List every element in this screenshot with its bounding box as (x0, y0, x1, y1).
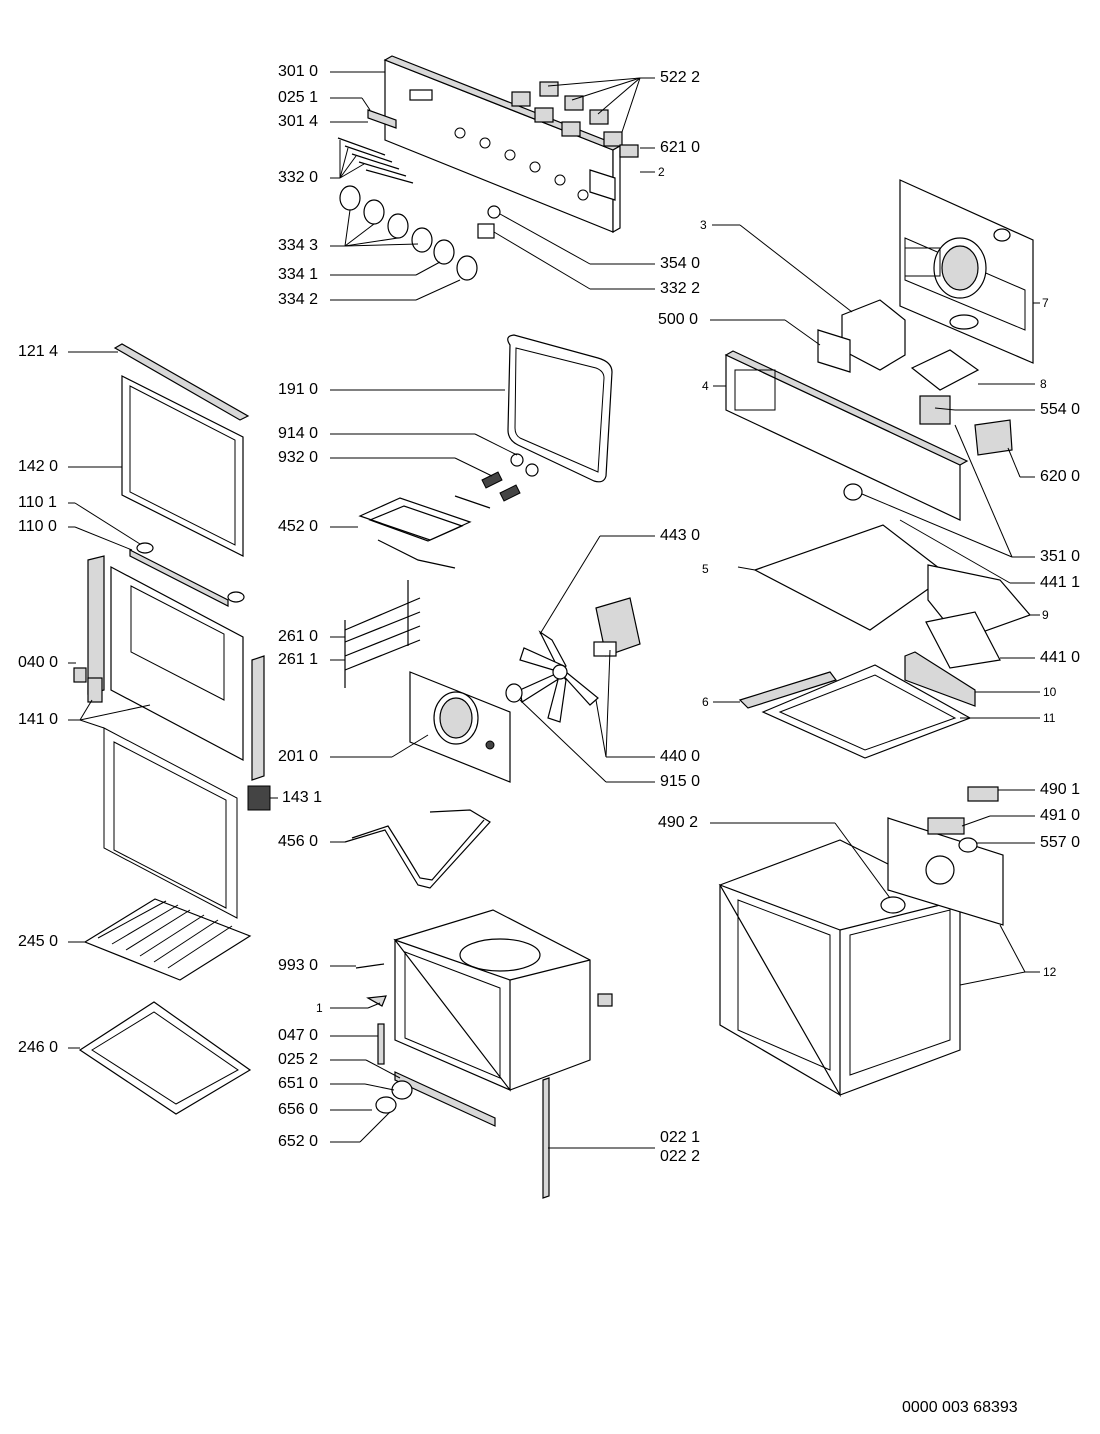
cooling-plates-part (753, 524, 1032, 707)
label-3: 3 (700, 218, 707, 232)
label-191-0: 191 0 (278, 381, 319, 398)
label-500-0: 500 0 (658, 311, 699, 328)
label-441-1: 441 1 (1040, 574, 1081, 591)
label-141-0: 141 0 (18, 711, 59, 728)
control-panel-part (367, 55, 622, 234)
label-261-0: 261 0 (278, 628, 319, 645)
leader-lines (68, 71, 1040, 1149)
door-seal-part (507, 334, 613, 483)
fan-cover-part (409, 671, 511, 783)
label-441-0: 441 0 (1040, 649, 1081, 666)
label-915-0: 915 0 (660, 773, 701, 790)
label-351-0: 351 0 (1040, 548, 1081, 565)
label-047-0: 047 0 (278, 1027, 319, 1044)
label-452-0: 452 0 (278, 518, 319, 535)
wire-shelf-part (83, 898, 252, 981)
label-11: 11 (1043, 711, 1056, 725)
document-id: 0000 003 68393 (902, 1399, 1018, 1416)
top-heater-part (358, 495, 491, 569)
label-4: 4 (702, 379, 709, 393)
label-142-0: 142 0 (18, 458, 59, 475)
label-110-1: 110 1 (18, 494, 57, 511)
label-334-1: 334 1 (278, 266, 319, 283)
label-932-0: 932 0 (278, 449, 319, 466)
label-7: 7 (1042, 296, 1049, 310)
knob-shafts-part (337, 137, 414, 184)
label-022-1: 022 1 (660, 1129, 701, 1146)
label-490-1: 490 1 (1040, 781, 1081, 798)
spacer-part (477, 205, 501, 239)
label-554-0: 554 0 (1040, 401, 1081, 418)
label-040-0: 040 0 (18, 654, 59, 671)
label-5: 5 (702, 562, 709, 576)
label-440-0: 440 0 (660, 748, 701, 765)
label-557-0: 557 0 (1040, 834, 1081, 851)
fan-housing-part (817, 299, 906, 373)
label-1: 1 (316, 1001, 323, 1015)
label-121-4: 121 4 (18, 343, 59, 360)
door-parts (73, 343, 271, 919)
label-334-3: 334 3 (278, 237, 319, 254)
label-656-0: 656 0 (278, 1101, 319, 1118)
label-491-0: 491 0 (1040, 807, 1081, 824)
label-201-0: 201 0 (278, 748, 319, 765)
label-621-0: 621 0 (660, 139, 701, 156)
timer-relay-part (887, 786, 1004, 926)
label-261-1: 261 1 (278, 651, 319, 668)
label-652-0: 652 0 (278, 1133, 319, 1150)
label-301-4: 301 4 (278, 113, 319, 130)
thermostat-terminals-part (843, 349, 1013, 501)
baking-tray-part (78, 1001, 252, 1115)
back-panel-part (899, 179, 1034, 364)
label-456-0: 456 0 (278, 833, 319, 850)
heater-fittings-part (481, 453, 539, 502)
label-334-2: 334 2 (278, 291, 319, 308)
label-490-2: 490 2 (658, 814, 699, 831)
label-443-0: 443 0 (660, 527, 701, 544)
label-993-0: 993 0 (278, 957, 319, 974)
oven-frame-part (718, 839, 961, 1098)
label-8: 8 (1040, 377, 1047, 391)
oven-cavity-part (393, 909, 613, 1092)
label-522-2: 522 2 (660, 69, 701, 86)
label-914-0: 914 0 (278, 425, 319, 442)
label-6: 6 (702, 695, 709, 709)
label-2: 2 (658, 165, 665, 179)
label-332-2: 332 2 (660, 280, 701, 297)
label-10: 10 (1043, 685, 1057, 699)
cavity-small-parts (355, 963, 550, 1199)
label-143-1: 143 1 (282, 789, 323, 806)
label-022-2: 022 2 (660, 1148, 701, 1165)
label-9: 9 (1042, 608, 1049, 622)
fan-motor-part (505, 597, 641, 703)
label-110-0: 110 0 (18, 518, 57, 535)
switches-part (511, 81, 639, 158)
fan-blade-part (519, 630, 599, 723)
label-246-0: 246 0 (18, 1039, 59, 1056)
label-301-0: 301 0 (278, 63, 319, 80)
bottom-heater-part (344, 809, 491, 889)
label-245-0: 245 0 (18, 933, 59, 950)
label-332-0: 332 0 (278, 169, 319, 186)
control-rail-part (724, 350, 969, 521)
shelf-supports-part (344, 580, 421, 688)
label-354-0: 354 0 (660, 255, 701, 272)
label-651-0: 651 0 (278, 1075, 319, 1092)
label-025-1: 025 1 (278, 89, 319, 106)
control-knobs-part (339, 185, 478, 281)
label-025-2: 025 2 (278, 1051, 319, 1068)
label-12: 12 (1043, 965, 1057, 979)
label-620-0: 620 0 (1040, 468, 1081, 485)
